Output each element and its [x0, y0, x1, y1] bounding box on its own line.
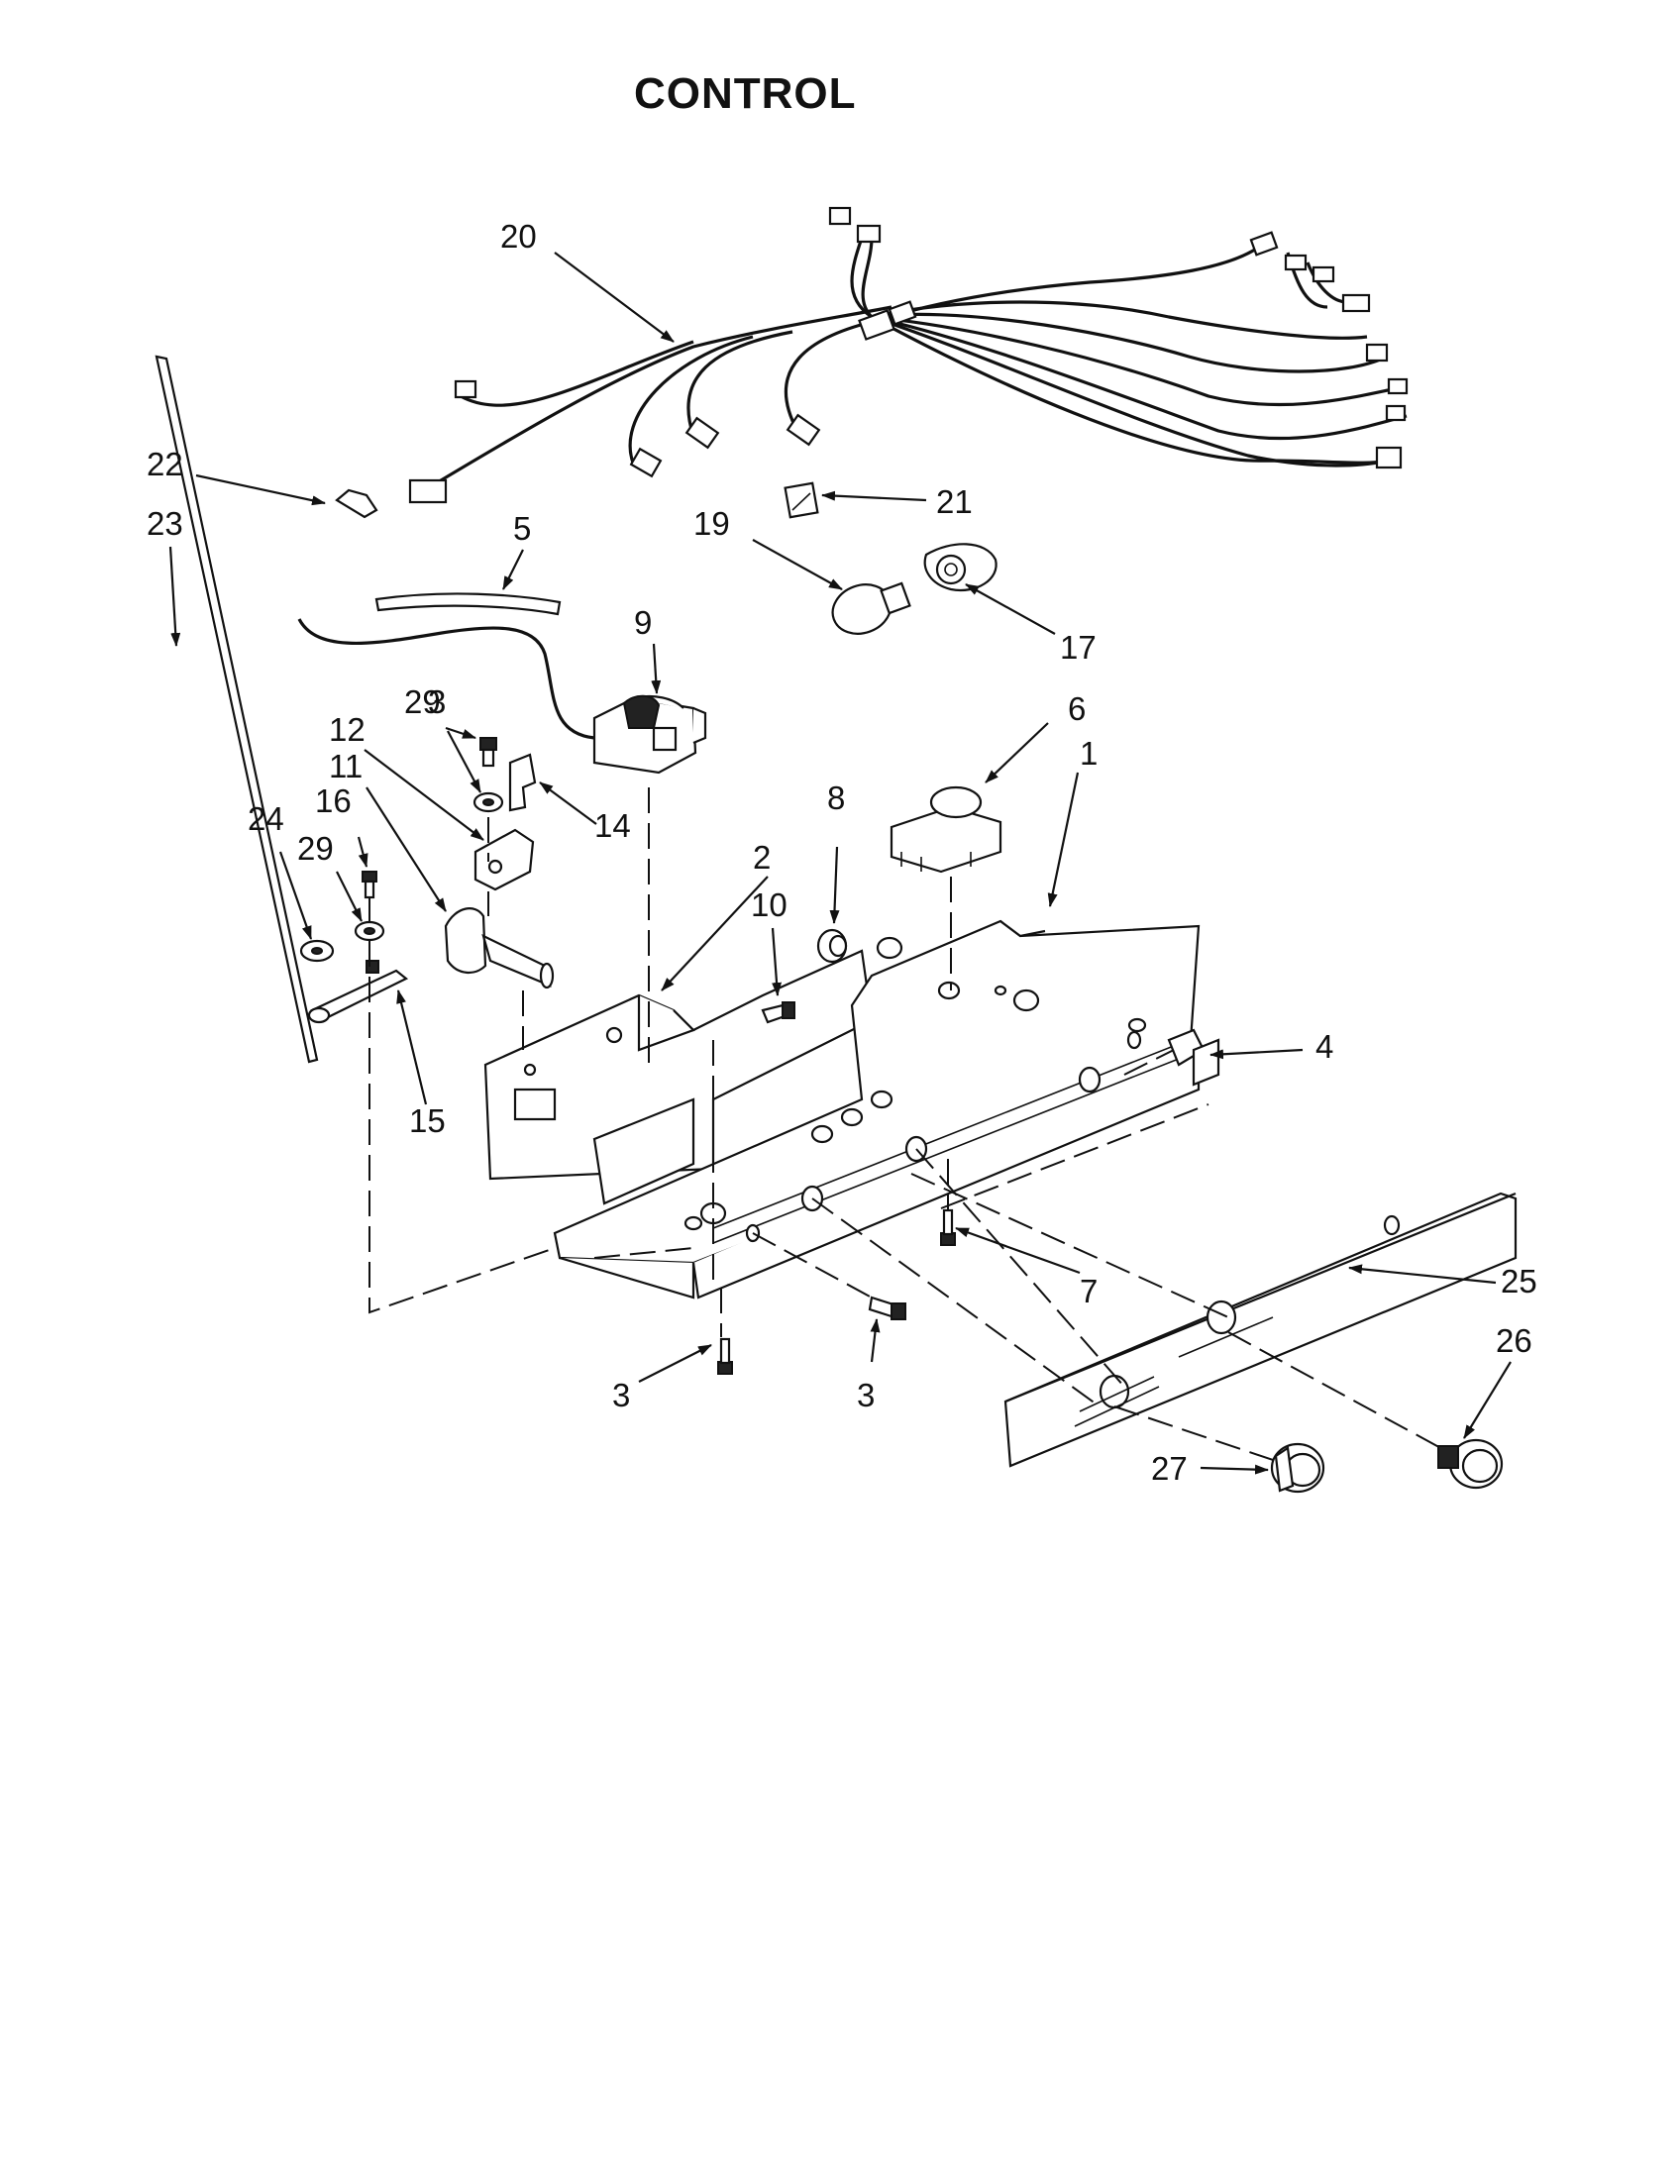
part-24-washer: [299, 939, 335, 963]
callout-20: 20: [500, 218, 537, 255]
part-7-screw: [940, 1208, 956, 1246]
part-12-bracket: [473, 828, 535, 891]
part-15-lever: [307, 960, 409, 1024]
part-29-washer-upper: [472, 791, 504, 813]
callout-15: 15: [409, 1102, 446, 1139]
callout-4: 4: [1315, 1028, 1333, 1065]
part-29-washer-lower: [354, 920, 385, 942]
alignment-lines: [368, 787, 1447, 1462]
part-25-control-panel: [1003, 1192, 1518, 1468]
part-3-screw-mid: [868, 1296, 906, 1320]
callout-8: 8: [827, 780, 845, 816]
callout-21: 21: [936, 483, 973, 520]
part-6-defrost-timer: [890, 785, 1002, 874]
callout-12: 12: [329, 711, 366, 748]
callout-7: 7: [1080, 1273, 1098, 1309]
callout-10: 10: [751, 886, 788, 923]
part-1-control-housing: [553, 919, 1201, 1300]
part-10-screw: [761, 1001, 795, 1024]
callout-16: 16: [315, 782, 352, 819]
part-11-knob-shaft: [444, 907, 555, 989]
part-27-knob: [1270, 1442, 1325, 1494]
callout-26: 26: [1496, 1322, 1532, 1359]
part-17-socket: [923, 543, 998, 592]
callout-3-lower-left: 3: [612, 1377, 630, 1413]
callout-17: 17: [1060, 629, 1097, 666]
callout-9: 9: [634, 604, 652, 641]
part-9-thermostat: [592, 694, 707, 775]
callout-2: 2: [753, 839, 771, 876]
leader-lines: [168, 252, 1512, 1475]
part-22-clip: [335, 488, 378, 519]
part-3-screw-lower: [717, 1337, 733, 1375]
part-23-rod: [155, 355, 319, 1064]
callout-numbers: 1 2 3 3 3 4 5 6 7 8 9 10 11 12 14 15 16 …: [147, 218, 1537, 1487]
part-14-clip: [508, 753, 537, 812]
diagram-title: CONTROL: [634, 69, 857, 118]
part-26-knob: [1437, 1438, 1504, 1490]
callout-22: 22: [147, 446, 183, 482]
part-8-grommet: [816, 928, 848, 964]
callout-1: 1: [1080, 735, 1098, 772]
part-21-clip: [784, 481, 819, 519]
callout-3-lower-right: 3: [857, 1377, 875, 1413]
callout-6: 6: [1068, 690, 1086, 727]
part-5-tube: [297, 592, 595, 740]
part-16-screw: [362, 871, 377, 899]
callout-25: 25: [1501, 1263, 1537, 1300]
callout-5: 5: [513, 510, 531, 547]
callout-19: 19: [693, 505, 730, 542]
callout-11: 11: [329, 748, 363, 784]
part-19-bulb: [831, 581, 911, 635]
callout-29-upper: 29: [404, 683, 441, 720]
callout-29-lower: 29: [297, 830, 334, 867]
callout-3-upper: 3: [428, 683, 446, 720]
callout-14: 14: [594, 807, 631, 844]
callout-27: 27: [1151, 1450, 1188, 1487]
part-3-screw-upper: [479, 737, 497, 768]
callout-24: 24: [248, 800, 284, 837]
wire-harness: [408, 206, 1409, 504]
callout-23: 23: [147, 505, 183, 542]
